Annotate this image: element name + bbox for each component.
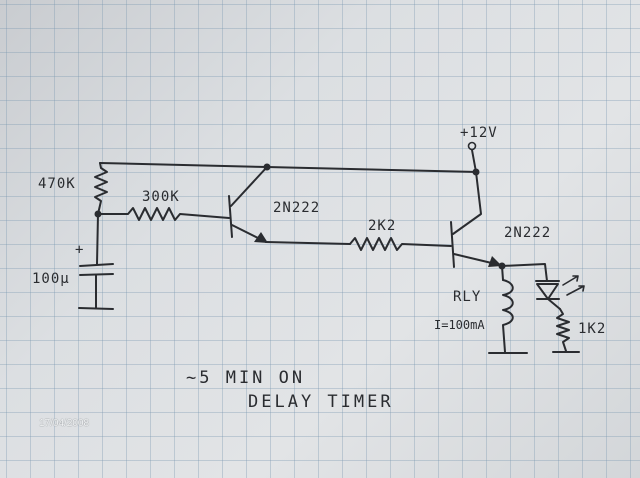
top-rail: [99, 162, 479, 173]
resistor-300k: [97, 207, 230, 221]
camera-date-stamp: 17/04/2008: [39, 418, 90, 429]
supply-terminal-icon: [467, 141, 477, 151]
led-icon: [536, 283, 559, 300]
resistor-2k2-label: 2K2: [368, 218, 396, 234]
ground-bar: [78, 307, 114, 310]
caption-line-2: DELAY TIMER: [248, 392, 394, 412]
q1-collector: [230, 166, 268, 207]
resistor-1k2-label: 1K2: [578, 321, 606, 337]
capacitor-plus-label: +: [75, 242, 84, 258]
caption-line-1: ~5 MIN ON: [186, 368, 305, 388]
capacitor-lead: [96, 213, 99, 265]
relay-current-label: I=100mA: [434, 318, 485, 332]
capacitor-plate: [79, 263, 114, 267]
resistor-2k2: [349, 237, 452, 251]
led-light-arrow-icon: [566, 285, 585, 296]
q1-emitter-arrow-icon: [254, 232, 268, 243]
resistor-300k-label: 300K: [142, 189, 180, 205]
q2-base: [450, 221, 455, 268]
emitter-wire: [265, 241, 351, 245]
q2-emitter-arrow-icon: [488, 256, 502, 267]
resistor-1k2: [556, 308, 570, 352]
relay-coil: [502, 279, 514, 353]
q1-label: 2N222: [273, 200, 320, 216]
resistor-470k: [94, 162, 108, 215]
q1-base: [228, 195, 233, 238]
pot-label: 470K: [38, 176, 76, 192]
q2-label: 2N222: [504, 225, 551, 241]
relay-label: RLY: [453, 289, 481, 305]
q2-collector: [452, 171, 482, 235]
supply-lead: [471, 149, 477, 173]
led-light-arrow-icon: [562, 275, 579, 286]
relay-lead: [501, 265, 504, 281]
capacitor-label: 100µ: [32, 271, 70, 287]
led-branch-wire: [501, 263, 548, 282]
led-lead: [547, 298, 561, 310]
supply-label: +12V: [460, 125, 498, 141]
